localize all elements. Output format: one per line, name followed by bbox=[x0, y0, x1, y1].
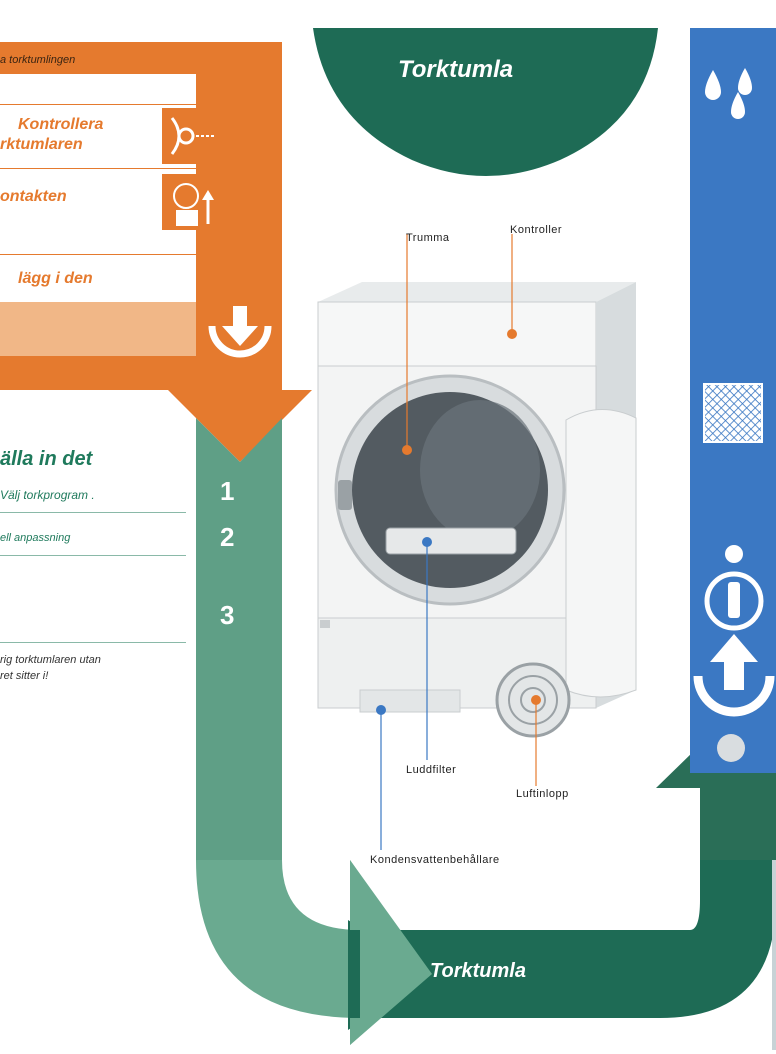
orange-arrow-head bbox=[168, 390, 312, 462]
step-2: 2 bbox=[220, 522, 235, 552]
mesh-filter-icon bbox=[703, 383, 763, 443]
top-title: Torktumla bbox=[398, 56, 514, 83]
label-kondens: Kondensvattenbehållare bbox=[370, 854, 500, 866]
green-bend bbox=[196, 860, 360, 1018]
right-edge-stripe bbox=[772, 860, 776, 1050]
dot-icon bbox=[717, 734, 745, 762]
marker-luftinlopp bbox=[531, 695, 541, 705]
download-arrow-icon bbox=[208, 306, 272, 358]
sub-item-1: Välj torkprogram . bbox=[0, 488, 95, 502]
plug-socket-icon bbox=[162, 174, 218, 230]
eye-inspect-icon bbox=[162, 108, 218, 164]
orange-light-strip bbox=[0, 302, 196, 356]
dryer-illustration bbox=[317, 282, 637, 738]
left-header: a torktumlingen bbox=[0, 54, 76, 66]
marker-luddfilter bbox=[422, 537, 432, 547]
section-title: älla in det bbox=[0, 448, 93, 470]
bottom-dark-band bbox=[360, 860, 776, 1018]
water-drops-icon bbox=[705, 68, 752, 119]
divider-5 bbox=[0, 555, 186, 556]
divider-6 bbox=[0, 642, 186, 643]
marker-kontroller bbox=[507, 329, 517, 339]
item2-label: ontakten bbox=[0, 188, 67, 205]
note-line-2: ret sitter i! bbox=[0, 670, 49, 682]
step-3: 3 bbox=[220, 600, 235, 630]
top-green-dome bbox=[313, 28, 658, 176]
step-1: 1 bbox=[220, 476, 235, 506]
note-line-1: rig torktumlaren utan bbox=[0, 654, 101, 666]
item3-label: lägg i den bbox=[18, 270, 93, 287]
item1-line1: Kontrollera bbox=[18, 116, 104, 133]
sub-item-2: ell anpassning bbox=[0, 532, 71, 544]
bottom-title: Torktumla bbox=[430, 960, 526, 982]
label-kontroller: Kontroller bbox=[510, 224, 563, 236]
upload-arrow-icon bbox=[693, 634, 775, 717]
divider-2 bbox=[0, 168, 196, 169]
leader-lines bbox=[380, 234, 537, 850]
light-arrow-tip bbox=[350, 860, 432, 1045]
label-trumma: Trumma bbox=[406, 232, 450, 244]
divider-4 bbox=[0, 512, 186, 513]
label-luddfilter: Luddfilter bbox=[406, 764, 457, 776]
green-left-band bbox=[196, 418, 282, 860]
info-icon bbox=[704, 545, 764, 631]
marker-kondens bbox=[376, 705, 386, 715]
divider-3 bbox=[0, 254, 196, 255]
marker-trumma bbox=[402, 445, 412, 455]
divider-1 bbox=[0, 104, 196, 105]
item1-line2: rktumlaren bbox=[0, 136, 83, 153]
label-luftinlopp: Luftinlopp bbox=[516, 788, 569, 800]
